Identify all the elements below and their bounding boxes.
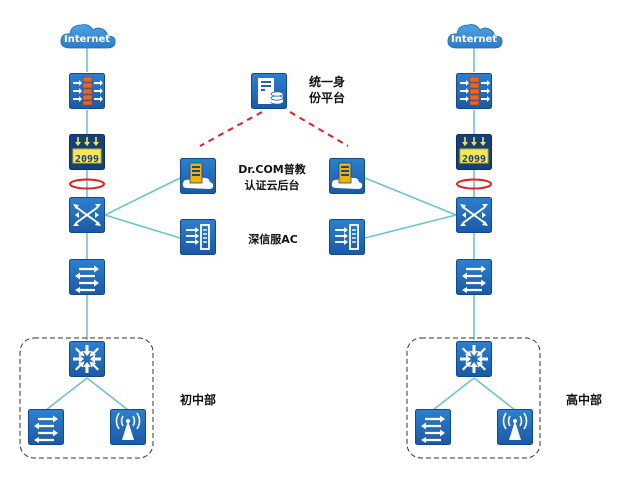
wireless-ap-icon	[497, 409, 533, 445]
junior-high-label: 初中部	[180, 392, 216, 407]
drcom-backend-label-line2: 认证云后台	[245, 178, 300, 192]
link-right-conv-ap	[473, 377, 516, 411]
group-junior-high	[19, 337, 154, 459]
drcom-backend-label-line1: Dr.COM普教	[238, 162, 307, 176]
ac-controller-icon	[180, 219, 216, 255]
link-identity-left	[199, 111, 263, 147]
sangfor-ac-label: 深信服AC	[248, 232, 298, 246]
switch-icon	[415, 409, 451, 445]
link-right-core-ac	[364, 214, 457, 239]
switch-icon	[28, 409, 64, 445]
firewall-icon	[456, 73, 492, 109]
link-left-conv-ap	[86, 377, 129, 411]
convergence-switch-icon	[69, 341, 105, 377]
switch-icon	[69, 259, 105, 295]
core-switch-icon	[69, 197, 105, 233]
group-senior-high	[406, 337, 541, 459]
senior-high-label: 高中部	[566, 392, 602, 407]
wireless-ap-icon	[110, 409, 146, 445]
server-icon	[329, 158, 365, 194]
left-stack: Internet 2099	[28, 24, 146, 445]
left-link-ring	[69, 178, 105, 190]
link-right-core-drcom	[364, 177, 457, 216]
firewall-icon	[69, 73, 105, 109]
right-stack: Internet 2099	[415, 24, 533, 445]
server-icon	[180, 158, 216, 194]
left-lcd-value: 2099	[75, 154, 99, 165]
ac-controller-icon	[329, 219, 365, 255]
link-left-conv-switch	[45, 377, 88, 411]
link-left-core-ac	[104, 214, 181, 239]
right-link-ring	[456, 178, 492, 190]
identity-server-icon	[251, 73, 287, 109]
convergence-switch-icon	[456, 341, 492, 377]
switch-icon	[456, 259, 492, 295]
link-right-conv-switch	[432, 377, 475, 411]
right-lcd-value: 2099	[462, 154, 486, 165]
left-internet-label: Internet	[64, 34, 110, 45]
link-identity-right	[289, 111, 349, 147]
identity-links	[199, 111, 349, 147]
link-left-core-drcom	[104, 177, 181, 216]
identity-platform-label-line2: 份平台	[309, 90, 345, 105]
links	[45, 48, 516, 411]
right-internet-label: Internet	[451, 34, 497, 45]
core-switch-icon	[456, 197, 492, 233]
identity-platform-label-line1: 统一身	[309, 74, 345, 89]
